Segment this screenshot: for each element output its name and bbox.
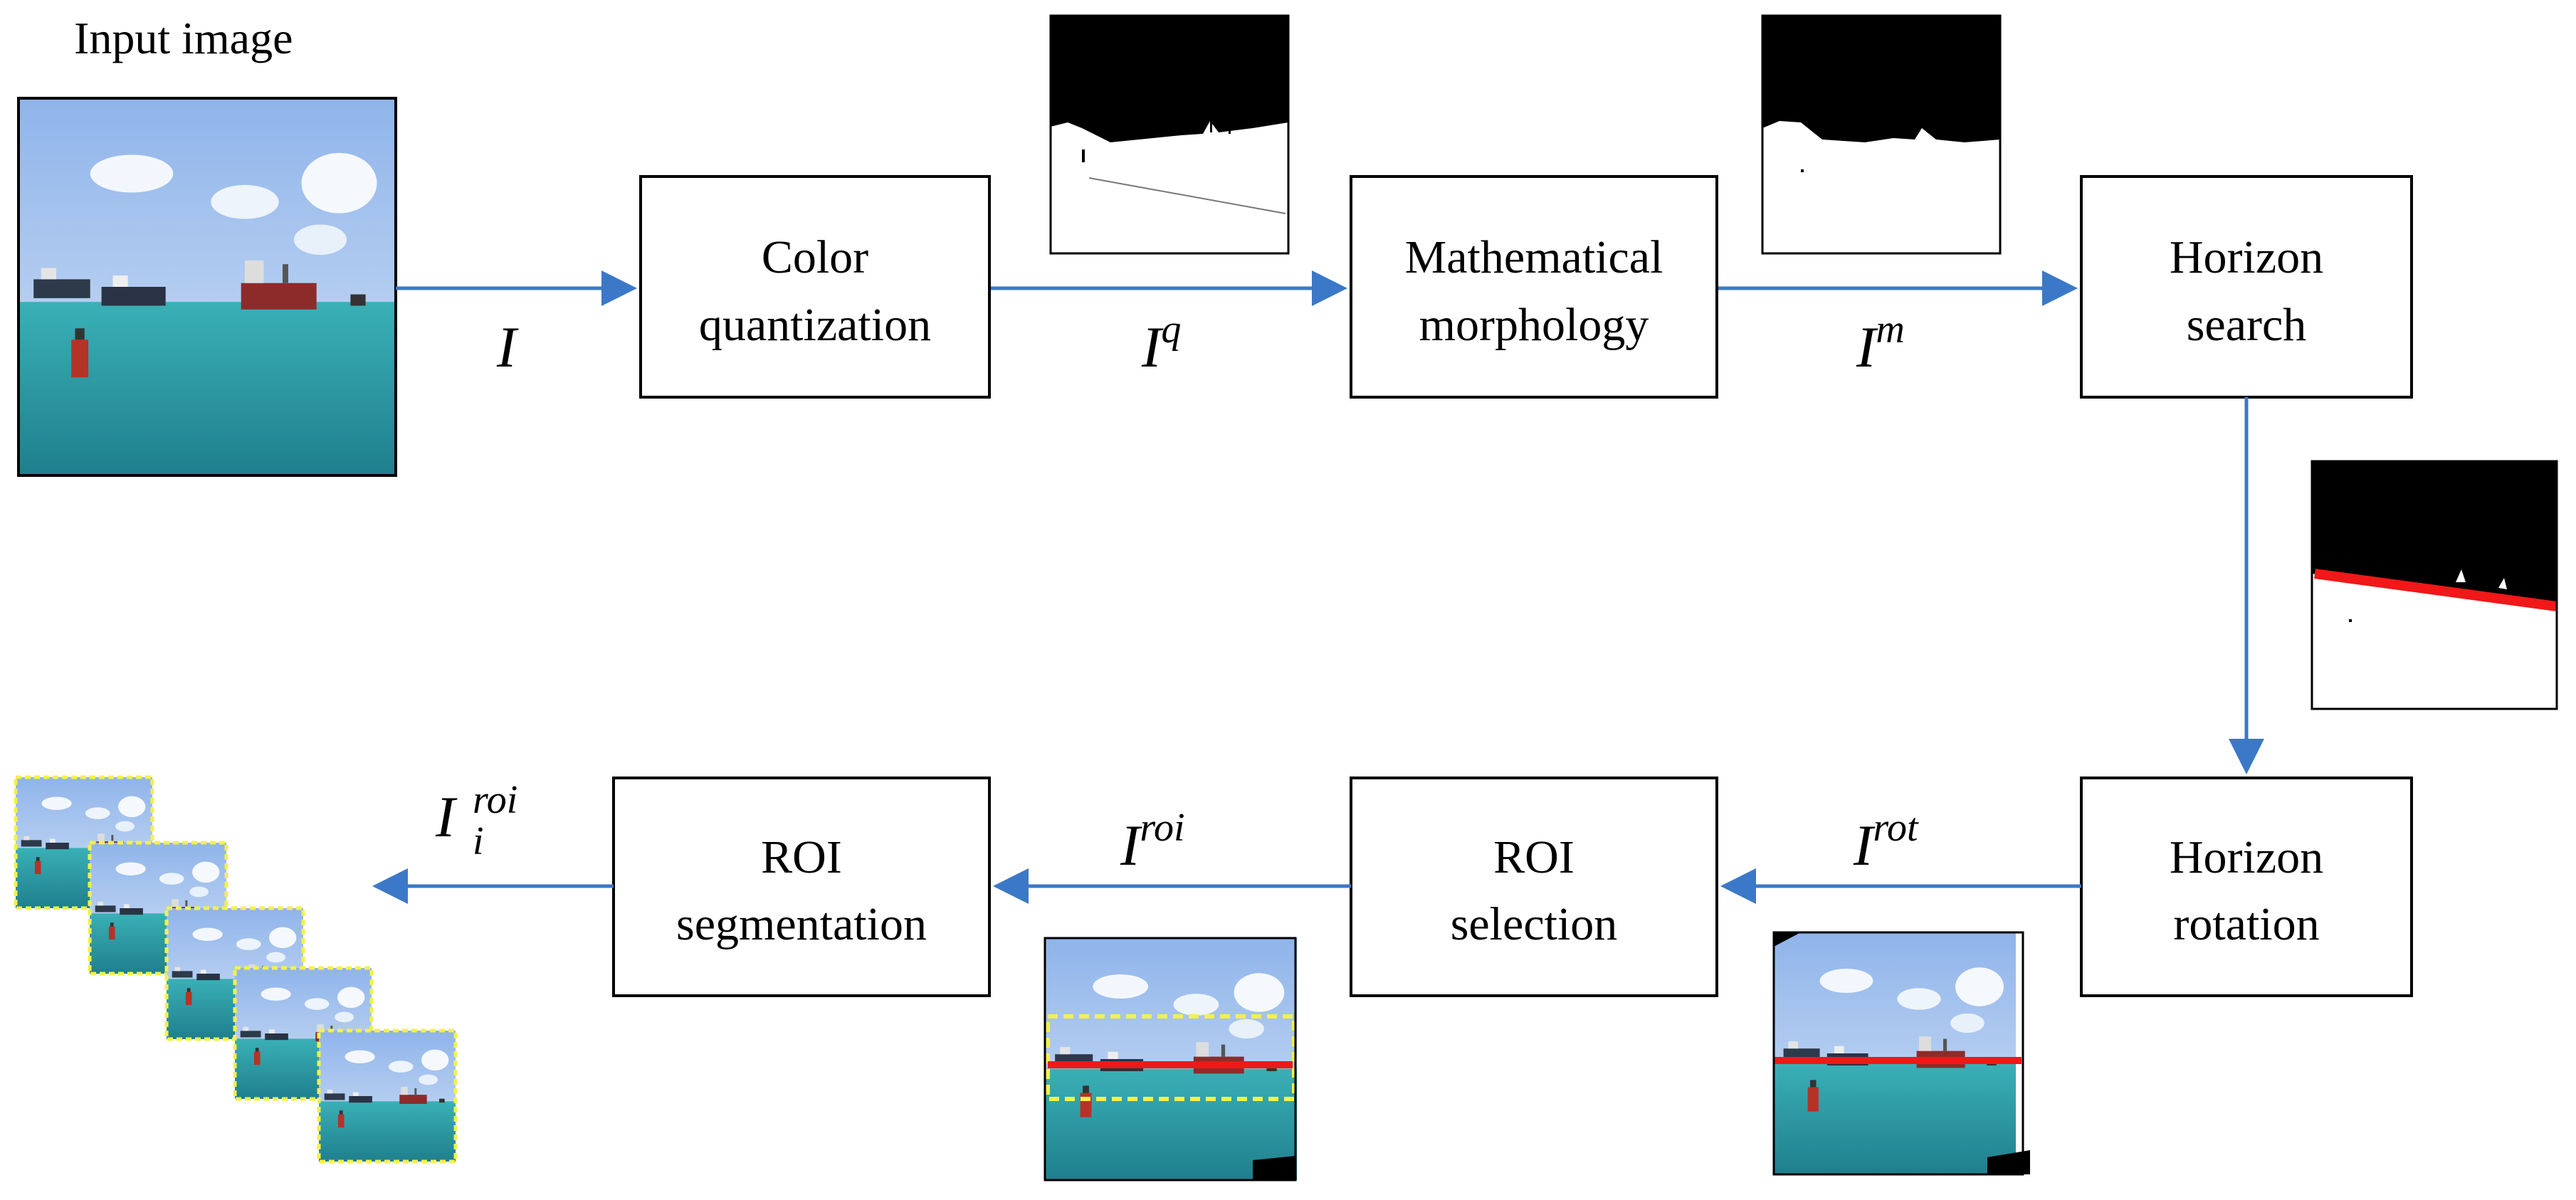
label-I: I — [496, 315, 519, 379]
horizon-rotation-line1: Horizon — [2170, 831, 2323, 883]
roi-segment-4 — [233, 966, 374, 1101]
label-I-rot: Irot — [1853, 806, 1919, 878]
label-I-roi: Iroi — [1120, 806, 1185, 878]
svg-text:i: i — [473, 819, 484, 863]
input-image-photo — [19, 98, 396, 475]
roi-segment-1 — [14, 775, 154, 910]
color-quantization-box: Color quantization — [639, 175, 991, 399]
roi-segment-5 — [317, 1028, 458, 1164]
roi-selection-box: ROI selection — [1350, 777, 1718, 997]
roi-segment-2 — [88, 841, 228, 976]
color-quantization-line1: Color — [762, 231, 868, 283]
horizon-search-line1: Horizon — [2170, 231, 2323, 283]
label-I-i-roi: I roi i — [435, 778, 517, 863]
horizon-search-line2: search — [2187, 299, 2307, 351]
quantized-mask-thumbnail — [1049, 14, 1290, 255]
roi-selection-line1: ROI — [1493, 831, 1574, 883]
mathematical-morphology-box: Mathematical morphology — [1350, 175, 1718, 399]
morphology-mask-thumbnail — [1761, 14, 2002, 255]
color-quantization-line2: quantization — [699, 299, 931, 351]
input-image-title: Input image — [74, 13, 293, 63]
roi-segmentation-box: ROI segmentation — [612, 777, 991, 997]
svg-text:I: I — [435, 784, 458, 849]
roi-segmentation-line2: segmentation — [676, 898, 927, 950]
horizon-search-mask-thumbnail — [2310, 460, 2558, 710]
rotated-image-thumbnail — [1772, 931, 2030, 1176]
label-I-m: Im — [1856, 307, 1905, 379]
roi-selection-line2: selection — [1451, 898, 1618, 950]
svg-text:roi: roi — [473, 778, 517, 822]
mathematical-morphology-line1: Mathematical — [1405, 231, 1663, 283]
roi-segmentation-line1: ROI — [761, 831, 842, 883]
horizon-search-box: Horizon search — [2080, 175, 2413, 399]
label-I-q: Iq — [1141, 307, 1181, 379]
roi-dashed-box — [1046, 1014, 1296, 1101]
horizon-rotation-box: Horizon rotation — [2080, 777, 2413, 997]
detected-horizon-line — [2314, 569, 2557, 611]
mathematical-morphology-line2: morphology — [1419, 299, 1649, 351]
roi-selection-thumbnail — [1043, 937, 1297, 1181]
horizon-rotation-line2: rotation — [2173, 898, 2319, 950]
